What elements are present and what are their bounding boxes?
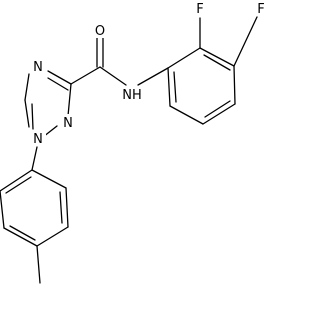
atom-label: N bbox=[63, 116, 73, 131]
bonds bbox=[0, 16, 258, 284]
bond bbox=[31, 146, 38, 171]
bond bbox=[9, 225, 36, 241]
bond bbox=[169, 105, 204, 125]
bond bbox=[59, 191, 63, 224]
bond bbox=[3, 227, 38, 247]
atom-label: F bbox=[196, 2, 203, 17]
atom-label: NH bbox=[122, 88, 142, 103]
atom-n-triazole-1: N bbox=[30, 130, 46, 147]
atom-label: N bbox=[33, 60, 43, 75]
bond bbox=[204, 100, 231, 118]
bond bbox=[36, 226, 69, 247]
bond bbox=[203, 54, 231, 71]
bond bbox=[36, 245, 41, 284]
bond bbox=[233, 65, 236, 105]
atom-nh: NH bbox=[119, 86, 145, 103]
atom-label: O bbox=[95, 24, 105, 39]
bond bbox=[47, 70, 72, 85]
bond bbox=[0, 169, 33, 192]
bond bbox=[24, 99, 30, 128]
atom-o: O bbox=[92, 22, 108, 39]
bond bbox=[47, 77, 69, 91]
bond bbox=[173, 71, 177, 103]
bond bbox=[99, 66, 127, 86]
atom-labels: F F O NH N N N bbox=[30, 0, 268, 147]
atom-n-triazole-2: N bbox=[60, 114, 76, 131]
atom-f-top: F bbox=[193, 0, 207, 17]
bond bbox=[5, 176, 32, 194]
atom-f-ortho: F bbox=[254, 0, 268, 17]
bond bbox=[24, 73, 30, 101]
bond bbox=[199, 47, 235, 67]
atom-label: F bbox=[257, 2, 264, 17]
atom-n-triazole-4: N bbox=[30, 58, 46, 75]
bond bbox=[67, 83, 72, 117]
bond bbox=[0, 190, 5, 229]
bond bbox=[31, 103, 34, 130]
molecule-structure: F F O NH N N N bbox=[0, 0, 268, 284]
bond bbox=[70, 66, 101, 85]
bond bbox=[167, 67, 171, 107]
bond bbox=[65, 187, 69, 228]
bond bbox=[233, 16, 258, 67]
atom-label: N bbox=[33, 132, 43, 147]
bond bbox=[31, 169, 67, 189]
bond bbox=[137, 67, 169, 86]
bond bbox=[167, 47, 201, 69]
bond bbox=[202, 103, 236, 125]
